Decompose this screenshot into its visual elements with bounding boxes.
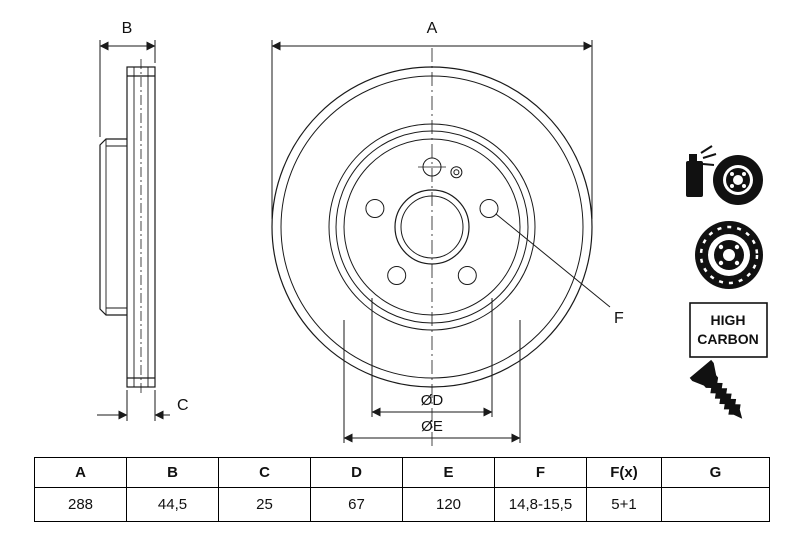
high-carbon-line2: CARBON [697, 331, 758, 347]
table-value-g [661, 487, 770, 522]
table-header-d: D [310, 457, 403, 488]
technical-drawing: B C [97, 20, 768, 448]
countersunk-screw-icon [689, 359, 743, 419]
front-view [271, 48, 593, 448]
table-header-row: A B C D E F F(x) G [34, 457, 770, 488]
table-value-fx: 5+1 [586, 487, 662, 522]
side-view [99, 59, 156, 395]
dimension-d: ØD [371, 298, 493, 417]
table-header-e: E [402, 457, 495, 488]
table-header-g: G [661, 457, 770, 488]
table-value-b: 44,5 [126, 487, 219, 522]
table-header-f: F [494, 457, 587, 488]
table-header-a: A [34, 457, 127, 488]
coating-spray-icon [686, 145, 763, 205]
dim-b-label: B [122, 20, 133, 37]
dimension-b: B [99, 20, 156, 137]
table-value-e: 120 [402, 487, 495, 522]
high-carbon-line1: HIGH [711, 312, 746, 328]
dim-a-label: A [427, 20, 438, 37]
dim-f-label: F [614, 310, 624, 327]
table-value-a: 288 [34, 487, 127, 522]
table-header-c: C [218, 457, 311, 488]
table-header-b: B [126, 457, 219, 488]
dim-c-label: C [177, 397, 189, 414]
table-value-c: 25 [218, 487, 311, 522]
dimension-c: C [97, 390, 189, 421]
dimension-e: ØE [343, 320, 521, 443]
leader-f: F [495, 213, 624, 327]
table-value-d: 67 [310, 487, 403, 522]
dim-e-label: ØE [421, 418, 443, 435]
high-carbon-badge: HIGH CARBON [689, 302, 768, 358]
table-header-fx: F(x) [586, 457, 662, 488]
brake-disc-icon [695, 221, 763, 289]
table-value-row: 288 44,5 25 67 120 14,8-15,5 5+1 [34, 487, 770, 522]
dimension-a: A [271, 20, 593, 219]
table-value-f: 14,8-15,5 [494, 487, 587, 522]
dimensions-table: A B C D E F F(x) G 288 44,5 25 67 120 14… [34, 457, 770, 522]
dim-d-label: ØD [421, 392, 444, 409]
